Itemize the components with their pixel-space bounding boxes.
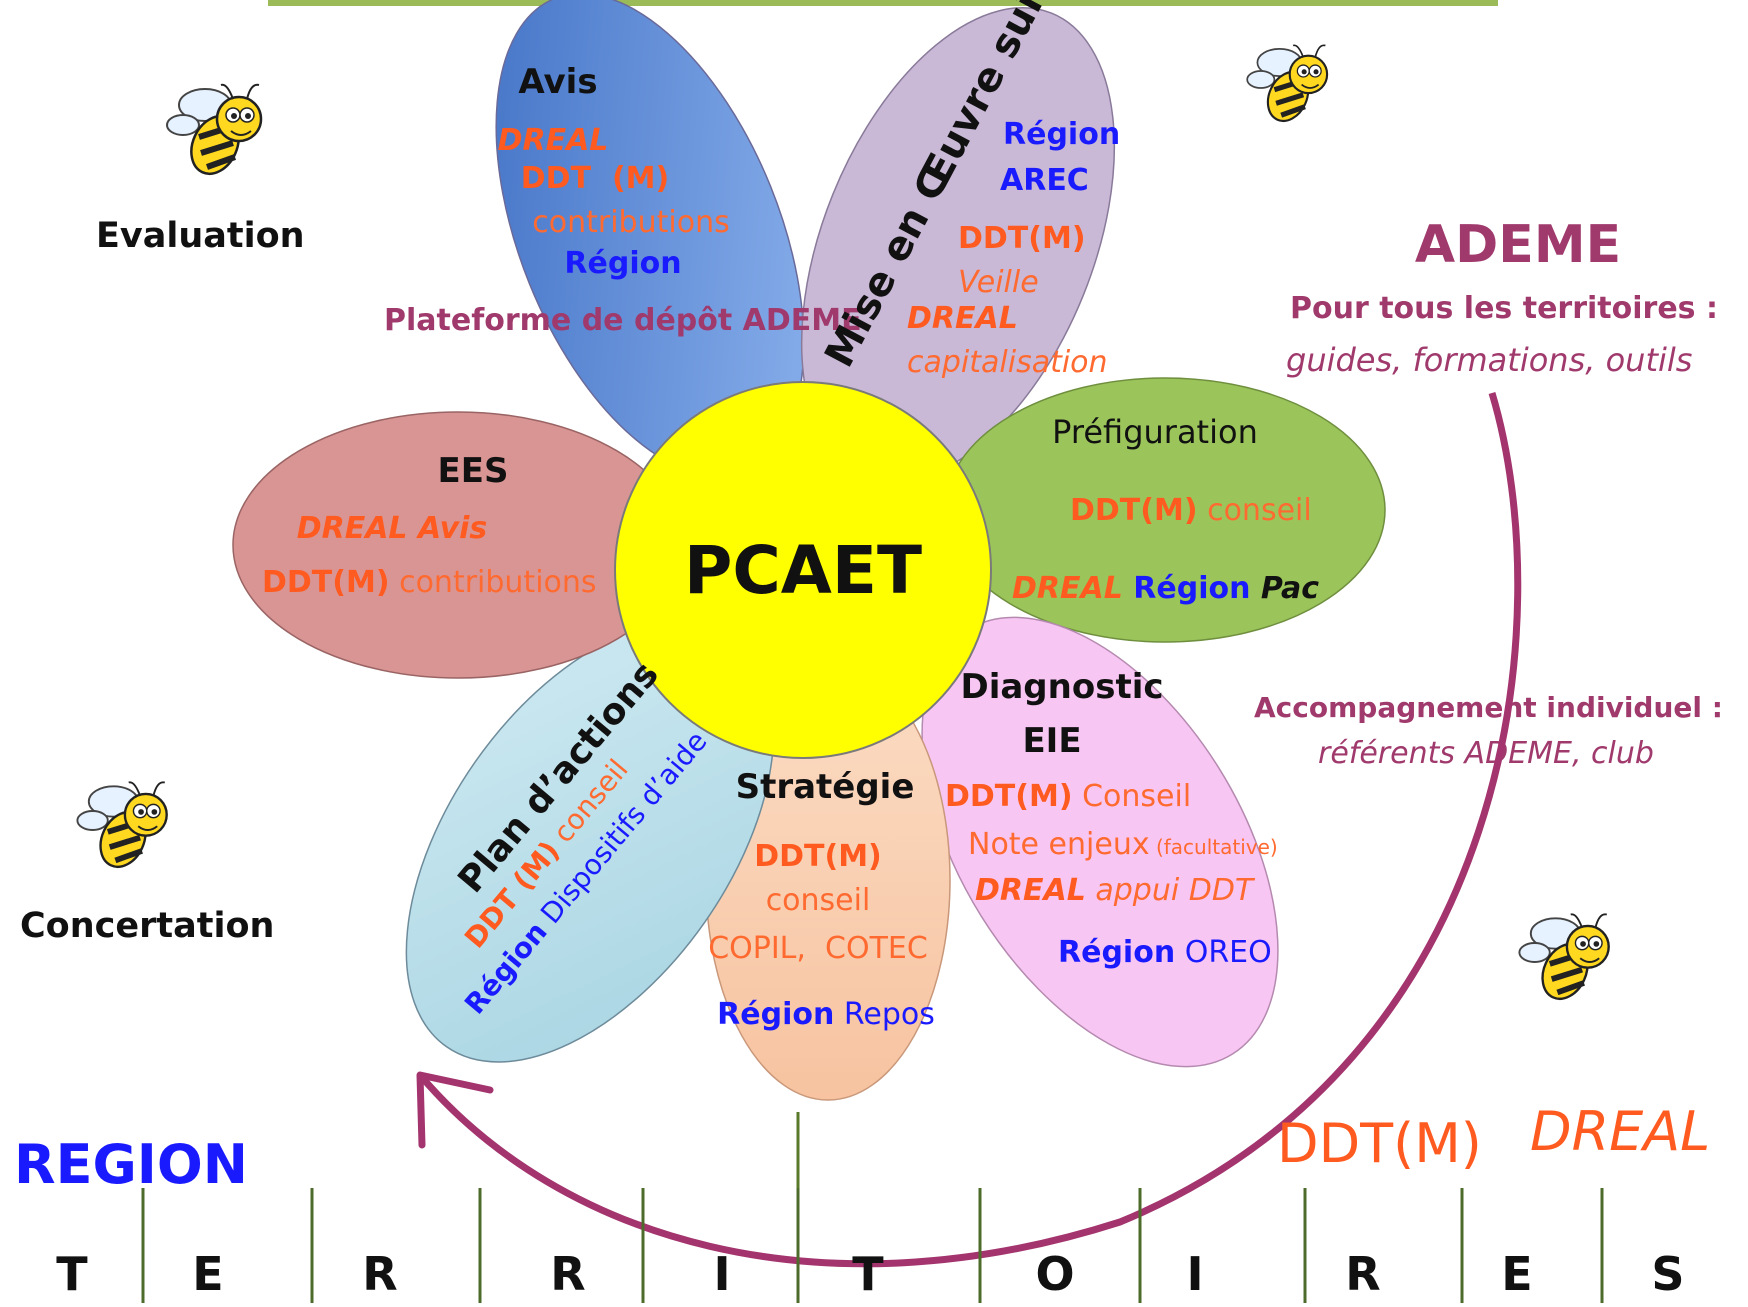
- diag-line3: DREAL appui DDT: [975, 873, 1256, 908]
- diag-note-enjeux: Note enjeux: [968, 827, 1150, 862]
- territoires-letter: T: [852, 1247, 884, 1301]
- region-label: REGION: [14, 1133, 248, 1196]
- cycle-arrow: [417, 391, 1522, 1268]
- ees-contributions: contributions: [390, 565, 597, 600]
- prefig-line1: DDT(M) conseil: [1070, 493, 1312, 528]
- strat-region: Région: [717, 997, 834, 1032]
- diag-dreal: DREAL: [975, 873, 1086, 908]
- prefig-title: Préfiguration: [1052, 413, 1258, 451]
- ees-line2: DDT(M) contributions: [262, 565, 597, 600]
- strat-repos: Repos: [834, 997, 935, 1032]
- bee-icon: [1246, 44, 1329, 122]
- ademe-sub1: Pour tous les territoires :: [1290, 291, 1718, 326]
- mise-dreal: DREAL: [907, 301, 1018, 336]
- diag-title2: EIE: [1022, 721, 1081, 761]
- avis-plateforme: Plateforme de dépôt ADEME: [384, 303, 862, 338]
- accomp-line2: référents ADEME, club: [1318, 736, 1654, 771]
- pcaet-label: PCAET: [684, 532, 922, 609]
- ees-ddtm: DDT(M): [262, 565, 390, 600]
- ees-title: EES: [438, 451, 509, 491]
- diag-oreo: OREO: [1175, 935, 1272, 970]
- mise-region: Région: [1003, 117, 1120, 152]
- mise-capitalisation: capitalisation: [907, 345, 1108, 380]
- territoires-letter: R: [362, 1247, 397, 1301]
- territoires-letter: S: [1651, 1247, 1684, 1301]
- territoires-letter: E: [192, 1247, 223, 1301]
- top-green-bar: [268, 0, 1498, 6]
- ademe-title: ADEME: [1415, 215, 1621, 275]
- mise-arec: AREC: [1000, 163, 1089, 198]
- pcaet-center: [614, 381, 992, 759]
- avis-contributions: contributions: [532, 205, 729, 240]
- avis-title: Avis: [518, 62, 597, 102]
- bee-icon: [76, 781, 168, 868]
- avis-dreal: DREAL: [498, 123, 609, 158]
- accomp-line1: Accompagnement individuel :: [1254, 691, 1723, 724]
- strat-title: Stratégie: [736, 767, 915, 807]
- concertation-label: Concertation: [20, 906, 274, 946]
- bee-icon: [166, 83, 263, 175]
- territoires-letter: T: [56, 1247, 88, 1301]
- territoires-letter: E: [1501, 1247, 1532, 1301]
- territoires-letter: I: [713, 1247, 730, 1301]
- territoires-letter: I: [1186, 1247, 1203, 1301]
- strat-conseil: conseil: [766, 883, 871, 918]
- dreal-label: DREAL: [1530, 1100, 1710, 1163]
- diag-appui: appui DDT: [1086, 873, 1256, 908]
- diag-line1: DDT(M) Conseil: [945, 779, 1191, 814]
- ddtm-label: DDT(M): [1277, 1112, 1482, 1175]
- diag-line4: Région OREO: [1058, 935, 1272, 970]
- diag-conseil: Conseil: [1073, 779, 1192, 814]
- avis-region: Région: [564, 246, 681, 281]
- territoires-letter: R: [550, 1247, 585, 1301]
- ees-dreal-avis: DREAL Avis: [297, 511, 488, 546]
- prefig-dreal: DREAL: [1012, 571, 1123, 606]
- diag-facultative: (facultative): [1150, 835, 1278, 859]
- avis-ddtm: DDT (M): [521, 161, 669, 196]
- prefig-region: Région: [1123, 571, 1251, 606]
- territoires-letter: O: [1035, 1247, 1074, 1301]
- strat-line4: Région Repos: [717, 997, 935, 1032]
- bee-icon: [1518, 913, 1610, 1000]
- ademe-sub2: guides, formations, outils: [1286, 341, 1692, 379]
- evaluation-label: Evaluation: [96, 216, 305, 256]
- prefig-line2: DREAL Région Pac: [1012, 571, 1319, 606]
- strat-ddtm: DDT(M): [754, 839, 882, 874]
- cycle-arrowhead: [416, 1071, 494, 1149]
- prefig-conseil: conseil: [1198, 493, 1312, 528]
- mise-ddtm: DDT(M): [958, 221, 1086, 256]
- strat-copil: COPIL, COTEC: [708, 931, 928, 966]
- diag-ddtm: DDT(M): [945, 779, 1073, 814]
- diag-region: Région: [1058, 935, 1175, 970]
- territoires-letter: R: [1345, 1247, 1380, 1301]
- mise-veille: Veille: [958, 265, 1039, 300]
- diag-line2: Note enjeux (facultative): [968, 827, 1278, 862]
- prefig-pac: Pac: [1250, 571, 1319, 606]
- prefig-ddtm: DDT(M): [1070, 493, 1198, 528]
- diag-title: Diagnostic: [960, 667, 1163, 707]
